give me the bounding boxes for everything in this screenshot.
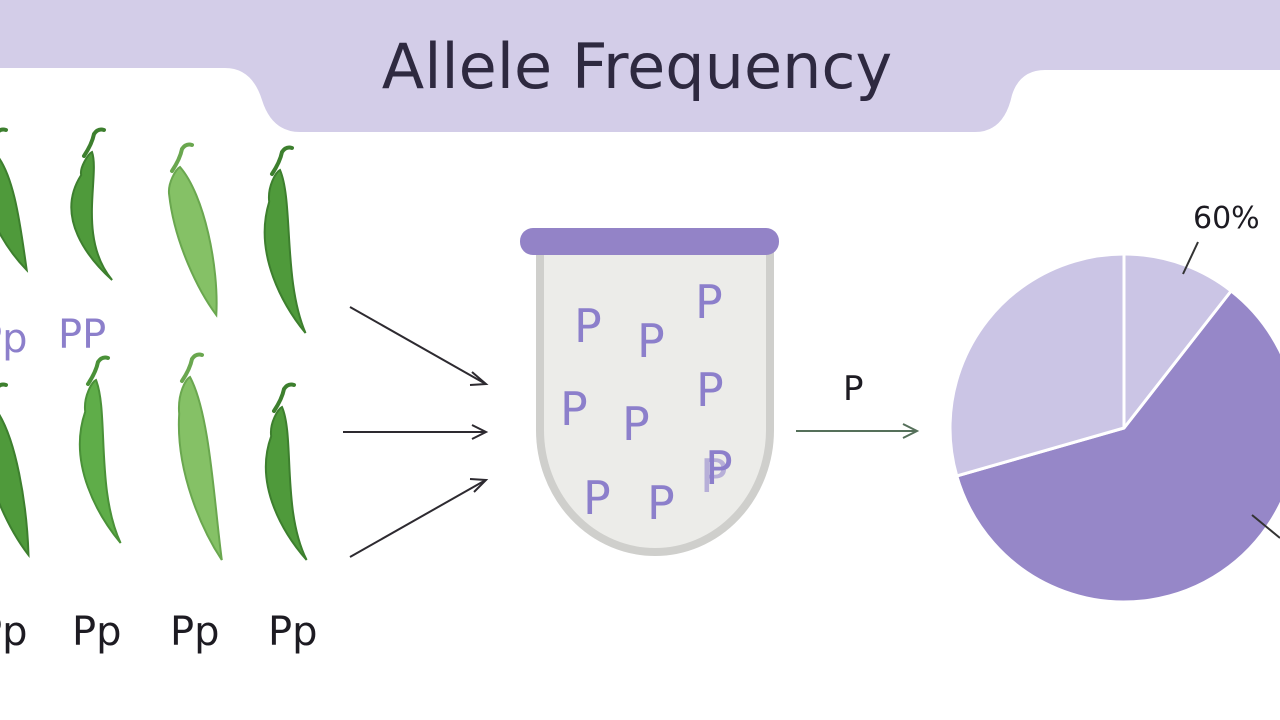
pie-leader-line [1182,241,1199,275]
arrow-label: P [843,369,864,409]
pea-pod-1 [0,157,29,273]
beaker-body [536,241,774,556]
allele-9: P [705,441,733,495]
genotype-label-3: Pp [170,609,220,655]
allele-pie-chart [948,252,1280,604]
arrow-upper [349,306,485,384]
beaker-alleles: P P P P P P P P P P [560,275,733,530]
allele-4: P [560,382,588,436]
pea-pod-7 [177,375,223,561]
allele-8: P [647,476,675,530]
output-arrow [796,423,920,439]
pie-label-major: 60% [1193,201,1260,236]
allele-6: P [696,363,724,417]
genotype-label-1: Pp [0,609,28,655]
page-title: Allele Frequency [382,30,892,103]
allele-2: P [637,314,665,368]
title-banner [0,0,1280,132]
allele-10: P [700,449,728,503]
genotype-label-4: Pp [268,609,318,655]
pea-pod-stem-2 [82,127,106,158]
pea-pod-8 [264,405,308,561]
pea-pod-stem-6 [86,355,110,386]
pie-slice-2 [948,252,1234,478]
allele-5: P [622,397,650,451]
pea-pod-stem-8 [272,382,296,413]
allele-7: P [583,471,611,525]
pie-slice-1 [954,288,1280,604]
genotype-label-mid-2: PP [58,312,106,358]
pea-pod-3 [167,165,218,318]
pea-pod-2 [70,150,113,281]
beaker-rim [520,228,779,255]
pea-pod-stem-1 [0,127,8,133]
arrow-lower [349,480,485,558]
allele-1: P [574,299,602,353]
pea-pod-stem-5 [0,382,8,388]
pea-pod-6 [78,378,122,544]
pea-pod-4 [263,168,307,334]
genotype-label-2: Pp [72,609,122,655]
pea-pod-5 [0,413,30,559]
pea-pod-stem-7 [180,352,204,383]
genotype-label-mid-1: Pp [0,316,28,362]
pea-pod-stem-4 [270,145,294,176]
pie-leader-line-2 [1251,514,1280,539]
input-arrows [343,306,489,558]
allele-3: P [695,275,723,329]
pea-pod-stem-3 [170,142,194,173]
pea-pods [0,127,308,561]
